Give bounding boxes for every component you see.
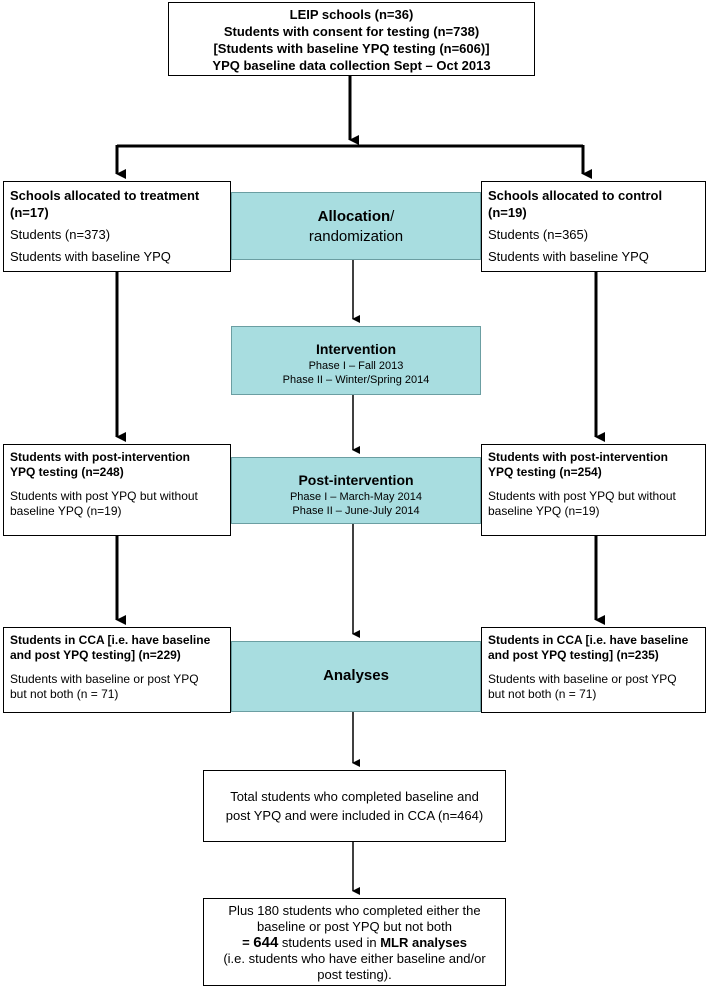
top-box: LEIP schools (n=36) Students with consen… bbox=[168, 2, 535, 76]
stage-intervention-phase-1: Phase I – Fall 2013 bbox=[308, 360, 404, 372]
stage-analyses-title: Analyses bbox=[323, 667, 389, 684]
top-box-line-3: [Students with baseline YPQ testing (n=6… bbox=[213, 41, 490, 56]
treatment-allocation-title: Schools allocated to treatment bbox=[10, 188, 200, 203]
total-cca-line-2: post YPQ and were included in CCA (n=464… bbox=[225, 808, 484, 823]
treatment-cca-note: Students with baseline or post YPQ bbox=[10, 672, 199, 686]
treatment-baseline: Students with baseline YPQ bbox=[10, 249, 171, 264]
control-post-note: Students with post YPQ but without bbox=[488, 489, 676, 503]
final-mlr-number: 644 bbox=[253, 934, 279, 951]
stage-post-intervention-phase-1: Phase I – March-May 2014 bbox=[289, 491, 423, 503]
control-post-title-2: YPQ testing (n=254) bbox=[488, 465, 602, 479]
stage-intervention-phase-2: Phase II – Winter/Spring 2014 bbox=[282, 374, 430, 386]
stage-allocation: Allocation/ randomization bbox=[231, 192, 481, 260]
stage-post-intervention-title: Post-intervention bbox=[298, 472, 414, 488]
control-cca-title: Students in CCA [i.e. have baseline bbox=[488, 633, 689, 647]
treatment-post-title: Students with post-intervention bbox=[10, 450, 190, 464]
control-baseline: Students with baseline YPQ bbox=[488, 249, 649, 264]
treatment-students: Students (n=373) bbox=[10, 227, 111, 242]
final-mlr-eq: = bbox=[242, 935, 254, 950]
treatment-allocation-n: (n=17) bbox=[10, 205, 49, 220]
final-mlr-line-2: baseline or post YPQ but not both bbox=[257, 919, 452, 934]
treatment-post-note-2: baseline YPQ (n=19) bbox=[10, 504, 122, 518]
control-allocation-n: (n=19) bbox=[488, 205, 527, 220]
control-cca-note-2: but not both (n = 71) bbox=[488, 687, 597, 701]
final-mlr-mlr: MLR analyses bbox=[380, 935, 467, 950]
stage-post-intervention: Post-intervention Phase I – March-May 20… bbox=[231, 457, 481, 524]
top-box-line-1: LEIP schools (n=36) bbox=[289, 7, 414, 22]
control-cca-note: Students with baseline or post YPQ bbox=[488, 672, 677, 686]
total-cca-box: Total students who completed baseline an… bbox=[203, 770, 506, 842]
control-post-box: Students with post-intervention YPQ test… bbox=[481, 444, 706, 536]
treatment-allocation-box: Schools allocated to treatment (n=17) St… bbox=[3, 181, 231, 272]
control-post-note-2: baseline YPQ (n=19) bbox=[488, 504, 600, 518]
total-cca-line-1: Total students who completed baseline an… bbox=[230, 789, 479, 804]
final-mlr-line-1: Plus 180 students who completed either t… bbox=[228, 903, 481, 918]
treatment-post-title-2: YPQ testing (n=248) bbox=[10, 465, 124, 479]
stage-intervention-title: Intervention bbox=[315, 341, 397, 357]
stage-intervention: Intervention Phase I – Fall 2013 Phase I… bbox=[231, 326, 481, 395]
final-mlr-line-4: (i.e. students who have either baseline … bbox=[223, 951, 486, 966]
stage-allocation-sub: randomization bbox=[308, 228, 404, 245]
treatment-post-box: Students with post-intervention YPQ test… bbox=[3, 444, 231, 536]
top-box-line-2: Students with consent for testing (n=738… bbox=[223, 24, 480, 39]
final-mlr-mid: students used in bbox=[278, 935, 381, 950]
control-cca-title-2: and post YPQ testing] (n=235) bbox=[488, 648, 659, 662]
control-students: Students (n=365) bbox=[488, 227, 589, 242]
top-box-line-4: YPQ baseline data collection Sept – Oct … bbox=[212, 58, 491, 73]
treatment-cca-box: Students in CCA [i.e. have baseline and … bbox=[3, 627, 231, 713]
treatment-cca-title: Students in CCA [i.e. have baseline bbox=[10, 633, 211, 647]
final-mlr-line-5: post testing). bbox=[317, 967, 392, 982]
control-post-title: Students with post-intervention bbox=[488, 450, 668, 464]
stage-allocation-title: Allocation bbox=[317, 208, 391, 225]
final-mlr-box: Plus 180 students who completed either t… bbox=[203, 898, 506, 986]
control-cca-box: Students in CCA [i.e. have baseline and … bbox=[481, 627, 706, 713]
control-allocation-box: Schools allocated to control (n=19) Stud… bbox=[481, 181, 706, 272]
stage-post-intervention-phase-2: Phase II – June-July 2014 bbox=[292, 505, 420, 517]
control-allocation-title: Schools allocated to control bbox=[488, 188, 663, 203]
treatment-post-note: Students with post YPQ but without bbox=[10, 489, 198, 503]
stage-allocation-slash: / bbox=[390, 208, 395, 225]
stage-analyses: Analyses bbox=[231, 641, 481, 712]
treatment-cca-title-2: and post YPQ testing] (n=229) bbox=[10, 648, 181, 662]
treatment-cca-note-2: but not both (n = 71) bbox=[10, 687, 119, 701]
